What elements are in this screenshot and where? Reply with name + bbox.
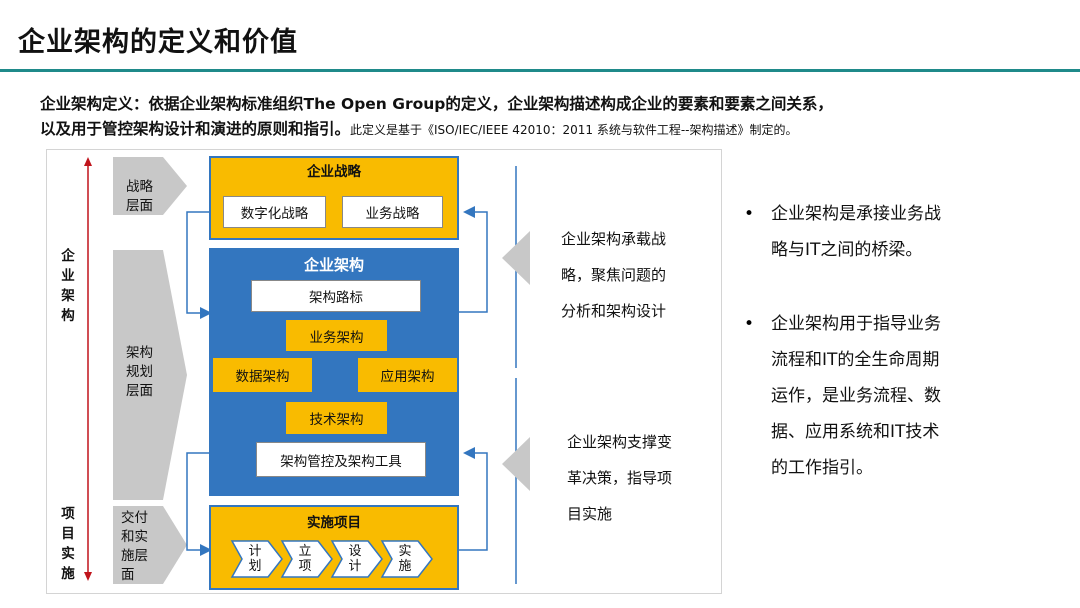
layer-chevron-strategy — [113, 157, 187, 215]
note-bottom-line: 企业架构支撑变 — [567, 433, 673, 451]
architecture-roadmap-box: 架构路标 — [251, 280, 421, 312]
definition-source-note: 此定义是基于《ISO/IEC/IEEE 42010：2011 系统与软件工程--… — [350, 123, 798, 137]
definition-line-2-bold: 以及用于管控架构设计和演进的原则和指引。 — [40, 120, 351, 138]
bullet-2-line: 运作，是业务流程、数 — [771, 386, 941, 406]
bullet-1-line: 略与IT之间的桥梁。 — [771, 240, 923, 260]
step-initiate: 立 项 — [298, 544, 312, 574]
business-architecture-box: 业务架构 — [286, 320, 387, 351]
architecture-title: 企业架构 — [303, 256, 364, 274]
note-top: 企业架构承载战 略，聚焦问题的 分析和架构设计 — [561, 221, 666, 329]
step-plan: 计 划 — [248, 544, 262, 574]
technology-architecture-box: 技术架构 — [286, 402, 387, 434]
data-architecture-box: 数据架构 — [213, 358, 312, 392]
layer-label-architecture: 架构 规划 层面 — [126, 345, 153, 399]
note-top-line: 企业架构承载战 — [561, 230, 667, 248]
bullet-1: 企业架构是承接业务战 略与IT之间的桥梁。 — [771, 196, 941, 268]
layer-chevron-architecture — [113, 250, 187, 500]
bullet-2-line: 流程和IT的全生命周期 — [771, 350, 940, 370]
digital-strategy-box: 数字化战略 — [223, 196, 326, 228]
layer-label-delivery: 交付 和实 施层 面 — [121, 510, 148, 583]
layer-chevron-delivery — [113, 506, 187, 584]
note-bottom-line: 目实施 — [567, 505, 613, 523]
layer-label-strategy: 战略 层面 — [126, 179, 153, 214]
definition-line-2: 以及用于管控架构设计和演进的原则和指引。此定义是基于《ISO/IEC/IEEE … — [40, 117, 798, 139]
pointer-triangle-top — [502, 231, 530, 285]
note-top-line: 略，聚焦问题的 — [561, 266, 667, 284]
bullet-2-line: 据、应用系统和IT技术 — [771, 422, 940, 442]
definition-line-1: 企业架构定义：依据企业架构标准组织The Open Group的定义，企业架构描… — [40, 95, 833, 113]
axis-arrow-up-icon — [84, 157, 92, 166]
bullet-1-line: 企业架构是承接业务战 — [771, 204, 941, 224]
step-implement: 实 施 — [398, 544, 412, 574]
connector-left-top — [186, 211, 212, 319]
bullet-2: 企业架构用于指导业务 流程和IT的全生命周期 运作，是业务流程、数 据、应用系统… — [771, 306, 941, 486]
bullet-2-line: 的工作指引。 — [771, 458, 873, 478]
title-divider — [0, 69, 1080, 72]
note-bottom: 企业架构支撑变 革决策，指导项 目实施 — [567, 424, 672, 532]
bullet-2-line: 企业架构用于指导业务 — [771, 314, 941, 334]
axis-arrow-down-icon — [84, 572, 92, 581]
strategy-title: 企业战略 — [307, 164, 361, 180]
bullet-marker: • — [744, 204, 755, 224]
business-strategy-box: 业务战略 — [342, 196, 443, 228]
page-title: 企业架构的定义和价值 — [18, 27, 298, 58]
connector-right-top — [459, 206, 488, 313]
step-design: 设 计 — [348, 544, 362, 574]
side-label-bottom-text: 项目实施 — [61, 506, 75, 582]
side-label-top-text: 企业架构 — [61, 248, 75, 324]
note-top-line: 分析和架构设计 — [561, 302, 667, 320]
pointer-triangle-bottom — [502, 437, 530, 491]
side-label-project-implementation: 项目实施 — [58, 504, 78, 584]
side-label-enterprise-architecture: 企业架构 — [58, 246, 78, 326]
project-title: 实施项目 — [307, 515, 361, 531]
architecture-governance-box: 架构管控及架构工具 — [256, 442, 426, 477]
connector-left-bottom — [186, 452, 212, 556]
connector-right-bottom — [459, 447, 488, 551]
note-bottom-line: 革决策，指导项 — [567, 469, 673, 487]
bullet-marker: • — [744, 314, 755, 334]
application-architecture-box: 应用架构 — [358, 358, 457, 392]
